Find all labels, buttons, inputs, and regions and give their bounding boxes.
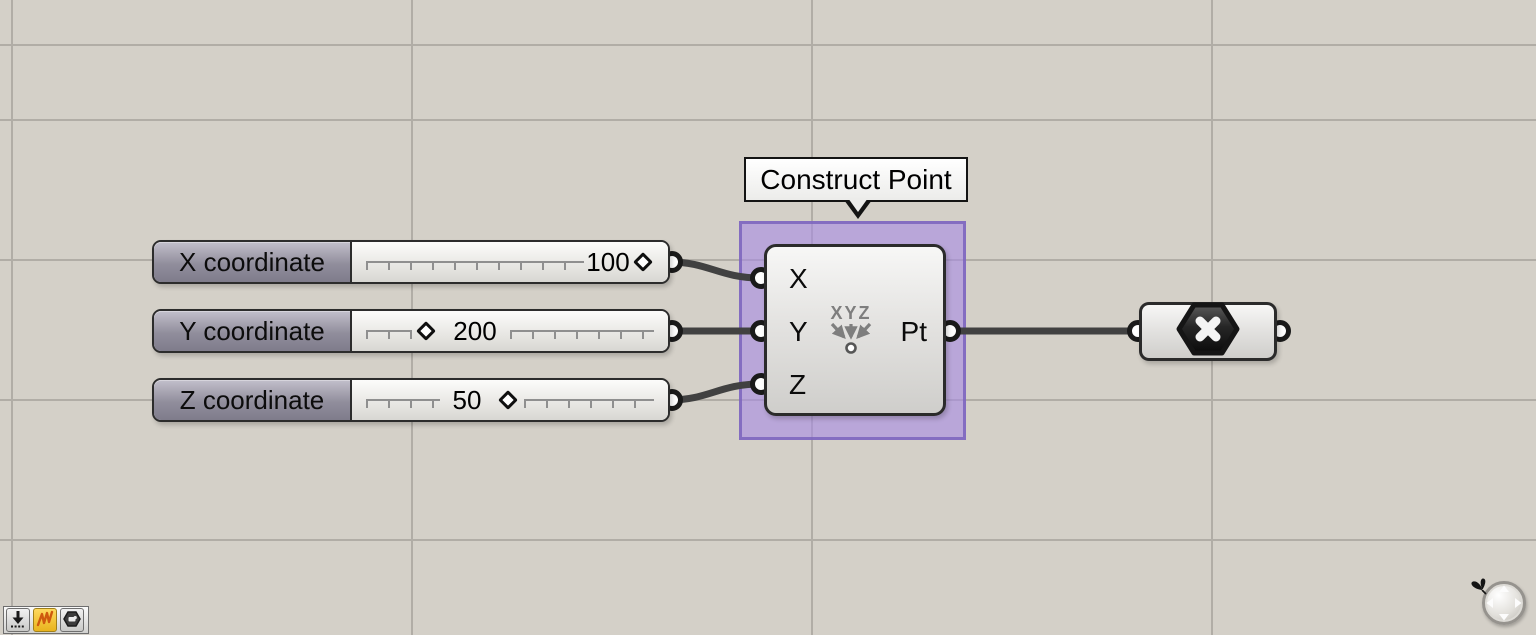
svg-text:XYZ: XYZ	[830, 303, 871, 323]
slider-z-track[interactable]: 50	[352, 380, 668, 420]
sketch-widget-icon	[35, 609, 55, 632]
slider-z-value: 50	[452, 384, 482, 415]
fly-icon	[1468, 576, 1490, 603]
slider-z-handle[interactable]	[498, 390, 518, 410]
construct-point-xyz-icon: XYZ	[823, 303, 881, 364]
slider-y-handle[interactable]	[416, 321, 436, 341]
number-slider-x[interactable]: X coordinate 100	[152, 240, 670, 284]
download-widget-icon	[8, 609, 28, 632]
slider-z-ticks-left	[366, 399, 440, 408]
component-input-label-x: X	[789, 263, 808, 294]
component-input-label-z: Z	[789, 369, 807, 400]
hexagon-widget-icon	[62, 609, 82, 632]
slider-z-ticks-right	[524, 399, 654, 408]
slider-y-ticks-right	[510, 330, 654, 339]
slider-x-ticks	[366, 261, 584, 270]
number-slider-z[interactable]: Z coordinate 50	[152, 378, 670, 422]
slider-y-label: Y coordinate	[154, 311, 352, 351]
slider-y-ticks-left	[366, 330, 412, 339]
component-input-label-y: Y	[789, 316, 808, 347]
widget-button-download[interactable]	[6, 608, 30, 632]
navigation-ball[interactable]	[1482, 581, 1526, 625]
slider-z-label: Z coordinate	[154, 380, 352, 420]
canvas-widgets-toolbar	[3, 606, 89, 634]
slider-x-track[interactable]: 100	[352, 242, 668, 282]
number-slider-y[interactable]: Y coordinate 200	[152, 309, 670, 353]
component-tooltip: Construct Point	[744, 157, 968, 202]
component-output-label-pt: Pt	[900, 316, 927, 347]
widget-button-sketch[interactable]	[33, 608, 57, 632]
slider-y-track[interactable]: 200	[352, 311, 668, 351]
slider-x-label: X coordinate	[154, 242, 352, 282]
slider-y-value: 200	[453, 315, 497, 346]
output-parameter[interactable]	[1139, 302, 1277, 361]
widget-button-hexagon[interactable]	[60, 608, 84, 632]
construct-point-component[interactable]: X Y Z Pt XYZ	[764, 244, 946, 416]
hexagon-x-icon	[1175, 302, 1241, 361]
slider-x-value: 100	[586, 246, 630, 277]
